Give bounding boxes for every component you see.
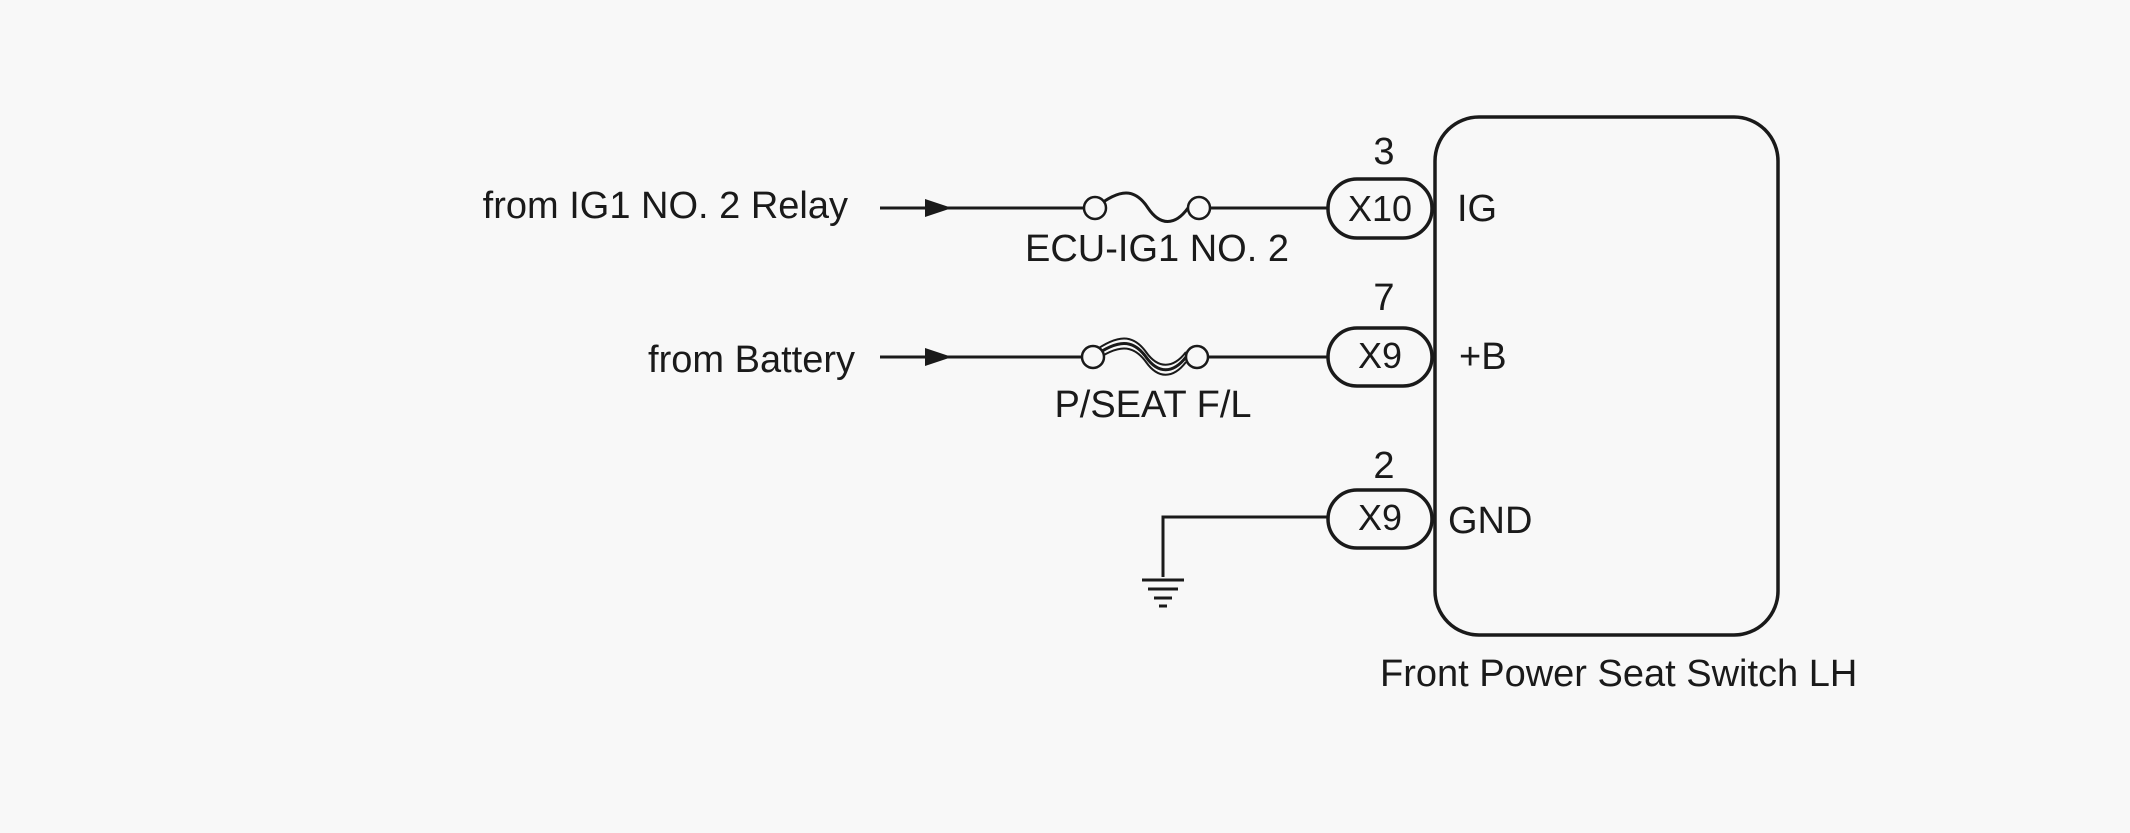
wire-gnd <box>1161 515 1328 577</box>
pin-number-gnd: 2 <box>1373 445 1394 487</box>
arrow-right-icon <box>925 348 952 366</box>
component-box <box>1433 115 1780 637</box>
circuit-ig: from IG1 NO. 2 Relay ECU-IG1 NO. 2 3 X10… <box>483 131 1497 270</box>
component-label: Front Power Seat Switch LH <box>1380 653 1857 695</box>
pin-number-ig: 3 <box>1373 131 1394 173</box>
terminal-label-b: +B <box>1459 336 1507 378</box>
fuse-label-b: P/SEAT F/L <box>1054 384 1251 426</box>
terminal-label-ig: IG <box>1457 188 1497 230</box>
connector-label-b: X9 <box>1358 335 1402 376</box>
connector-ig <box>1326 177 1434 240</box>
fuse-label-ig: ECU-IG1 NO. 2 <box>1025 228 1289 270</box>
fuse-icon <box>1082 191 1212 223</box>
connector-gnd <box>1326 488 1434 550</box>
arrow-right-icon <box>925 199 952 217</box>
fusible-link-icon <box>1080 337 1210 376</box>
pin-number-b: 7 <box>1373 277 1394 319</box>
ground-icon <box>1142 578 1184 608</box>
connector-label-ig: X10 <box>1348 188 1412 229</box>
circuit-b: from Battery P/SEAT F/L 7 X9 +B <box>648 277 1507 426</box>
terminal-label-gnd: GND <box>1448 500 1532 542</box>
source-label-b: from Battery <box>648 339 855 381</box>
source-label-ig: from IG1 NO. 2 Relay <box>483 185 848 227</box>
circuit-gnd: 2 X9 GND <box>1142 445 1532 608</box>
connector-b <box>1326 326 1434 388</box>
connector-label-gnd: X9 <box>1358 497 1402 538</box>
